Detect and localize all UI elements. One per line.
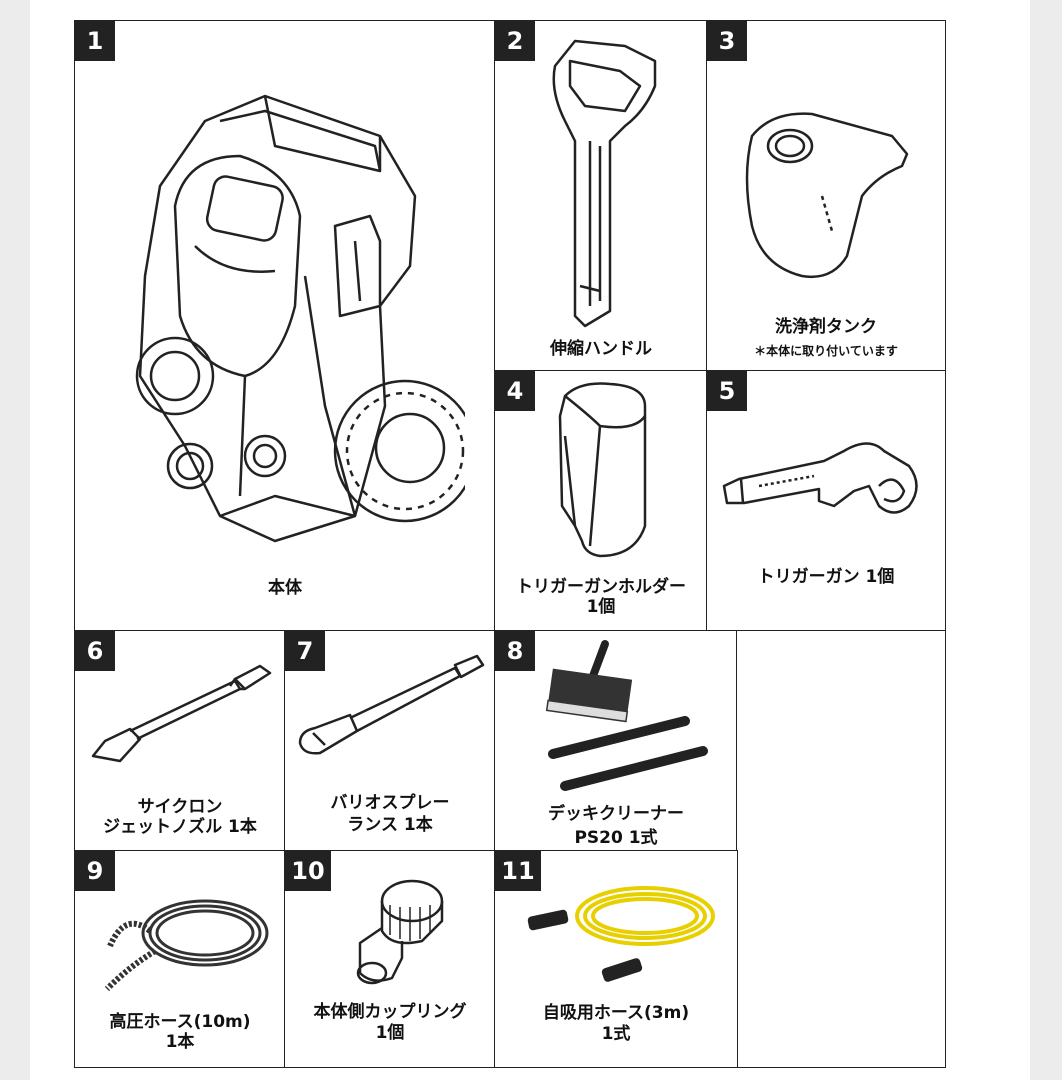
item-label: バリオスプレー <box>330 793 450 813</box>
empty-cell <box>736 630 946 1068</box>
high-pressure-hose-image <box>104 899 269 992</box>
item-label: 1個 <box>586 597 616 617</box>
item-label: 本体 <box>268 578 302 598</box>
item-cell-9: 9 高圧ホース(10m) 1本 <box>74 850 286 1068</box>
item-label: 伸縮ハンドル <box>550 339 652 359</box>
item-label: 1本 <box>165 1032 195 1052</box>
vario-spray-lance-image <box>298 654 485 755</box>
item-cell-1: 1 <box>74 20 496 632</box>
item-cell-2: 2 伸縮ハンドル <box>494 20 708 372</box>
item-cell-8: 8 デッキクリーナー PS20 1式 <box>494 630 738 852</box>
pressure-washer-body-image <box>135 94 465 543</box>
item-number: 8 <box>495 631 535 671</box>
item-number: 2 <box>495 21 535 61</box>
item-number: 7 <box>285 631 325 671</box>
item-number: 4 <box>495 371 535 411</box>
item-number: 5 <box>707 371 747 411</box>
item-label: ジェットノズル 1本 <box>103 817 257 837</box>
suction-hose-image <box>527 886 715 982</box>
item-number: 6 <box>75 631 115 671</box>
item-cell-3: 3 洗浄剤タンク ＊本体に取り付いています <box>706 20 946 372</box>
cyclone-jet-nozzle-image <box>91 664 272 763</box>
deck-cleaner-image <box>545 640 708 791</box>
item-cell-5: 5 トリガーガン 1個 <box>706 370 946 632</box>
trigger-gun-holder-image <box>558 382 647 558</box>
item-number: 9 <box>75 851 115 891</box>
item-number: 10 <box>285 851 331 891</box>
item-label: ランス 1本 <box>347 815 433 835</box>
item-label: 洗浄剤タンク <box>775 317 877 337</box>
item-label: デッキクリーナー <box>548 804 684 824</box>
item-label: 1個 <box>375 1023 405 1043</box>
item-label: 1式 <box>601 1024 631 1044</box>
item-cell-10: 10 本体側カップリング 1個 <box>284 850 496 1068</box>
item-cell-11: 11 自吸用ホース(3m) 1式 <box>494 850 738 1068</box>
item-label: 高圧ホース(10m) <box>109 1012 251 1032</box>
item-number: 3 <box>707 21 747 61</box>
item-cell-4: 4 トリガーガンホルダー 1個 <box>494 370 708 632</box>
item-label: 本体側カップリング <box>313 1002 467 1022</box>
item-label: トリガーガンホルダー <box>516 577 686 597</box>
detergent-tank-image <box>745 112 909 279</box>
item-cell-7: 7 バリオスプレー ランス 1本 <box>284 630 496 852</box>
item-label: 自吸用ホース(3m) <box>542 1003 690 1023</box>
item-label: サイクロン <box>137 797 223 817</box>
telescopic-handle-image <box>552 39 657 328</box>
item-label: PS20 1式 <box>574 828 658 848</box>
trigger-gun-image <box>722 442 918 514</box>
coupling-image <box>356 879 444 985</box>
item-number: 1 <box>75 21 115 61</box>
item-number: 11 <box>495 851 541 891</box>
page: 1 <box>30 0 1030 1080</box>
item-note: ＊本体に取り付いています <box>754 344 898 358</box>
item-cell-6: 6 サイクロン ジェットノズル 1本 <box>74 630 286 852</box>
item-label: トリガーガン 1個 <box>757 567 895 587</box>
